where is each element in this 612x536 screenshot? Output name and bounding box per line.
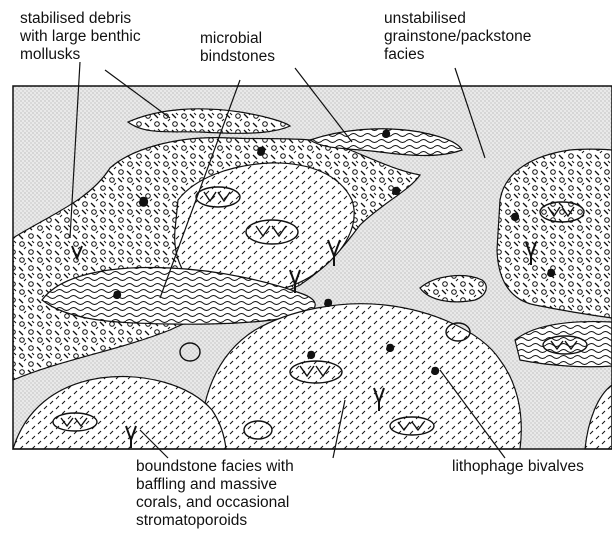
debris-right-mound [497,149,612,318]
